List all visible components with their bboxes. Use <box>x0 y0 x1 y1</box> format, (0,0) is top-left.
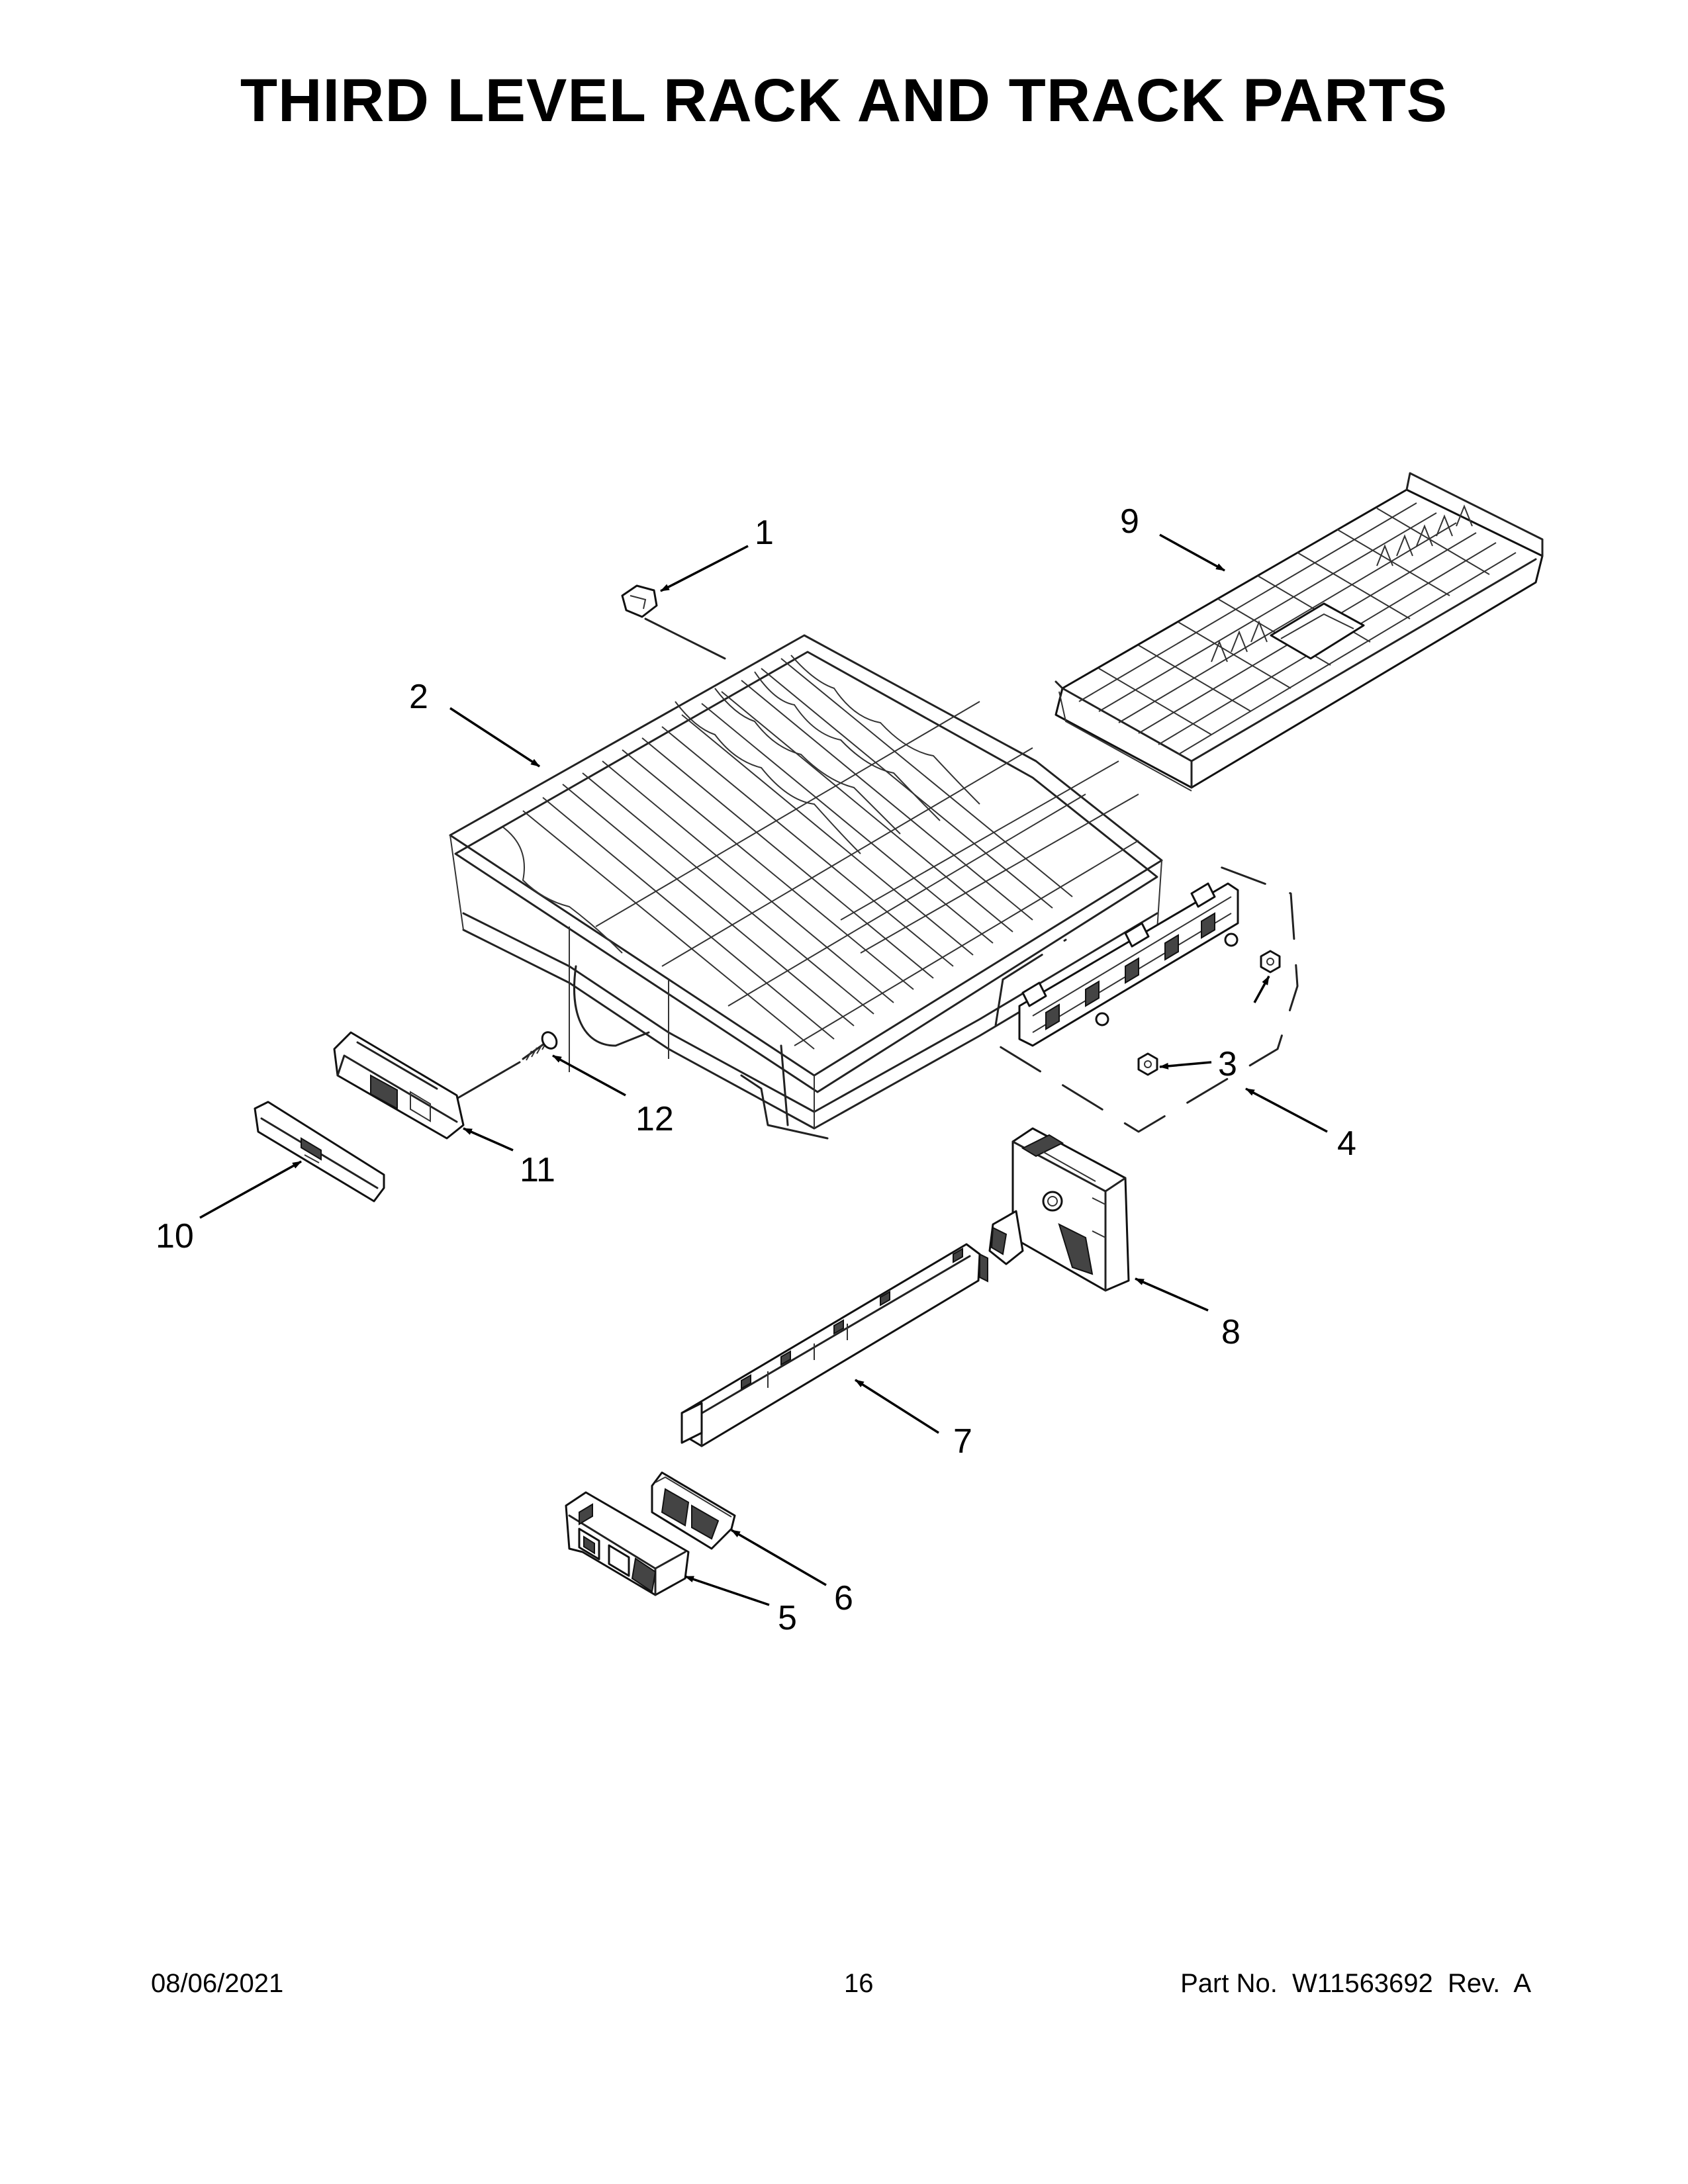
leader-4 <box>1245 1087 1328 1133</box>
callout-7: 7 <box>953 1422 972 1461</box>
leader-6 <box>731 1529 827 1586</box>
leader-12 <box>552 1054 626 1097</box>
callout-8: 8 <box>1221 1313 1241 1351</box>
footer-date: 08/06/2021 <box>151 1969 284 1998</box>
part-10-cover-plate <box>254 1101 385 1203</box>
leader-8 <box>1135 1277 1209 1312</box>
part-11-end-cap <box>333 1031 465 1140</box>
part-9-cutlery-tray <box>1055 472 1544 792</box>
callout-1: 1 <box>755 514 774 552</box>
callout-labels: 1 2 3 4 5 6 7 8 9 10 11 12 <box>156 502 1356 1637</box>
part-2-wire-rack <box>449 634 1163 1140</box>
part-5-end-block <box>565 1491 690 1596</box>
leader-2 <box>449 707 540 768</box>
part-4-bracket-assembly <box>992 862 1299 1133</box>
callout-11: 11 <box>520 1151 555 1189</box>
part-3-nuts <box>1137 950 1281 1076</box>
part-8-end-housing <box>965 1127 1130 1292</box>
footer-part-number: Part No. W11563692 Rev. A <box>1180 1969 1531 1998</box>
leader-3a <box>1159 1061 1212 1069</box>
callout-12: 12 <box>635 1100 674 1138</box>
callout-3: 3 <box>1218 1045 1237 1083</box>
leader-9 <box>1159 533 1225 572</box>
leader-5 <box>684 1575 770 1606</box>
callout-4: 4 <box>1337 1124 1356 1163</box>
part-7-track <box>680 1243 988 1447</box>
callout-2: 2 <box>409 678 428 716</box>
part-1-clip <box>621 584 726 660</box>
callout-9: 9 <box>1120 502 1139 541</box>
callout-6: 6 <box>834 1579 853 1617</box>
callout-5: 5 <box>778 1599 797 1637</box>
leader-10 <box>199 1160 302 1219</box>
part-6-latch <box>651 1471 736 1550</box>
leader-7 <box>855 1379 939 1434</box>
leader-11 <box>463 1127 514 1152</box>
page-title: THIRD LEVEL RACK AND TRACK PARTS <box>240 67 1448 134</box>
leader-lines <box>199 533 1328 1606</box>
callout-10: 10 <box>156 1217 194 1255</box>
part-12-screw <box>455 1031 558 1100</box>
leader-1 <box>660 545 749 592</box>
leader-3b <box>1253 976 1270 1003</box>
